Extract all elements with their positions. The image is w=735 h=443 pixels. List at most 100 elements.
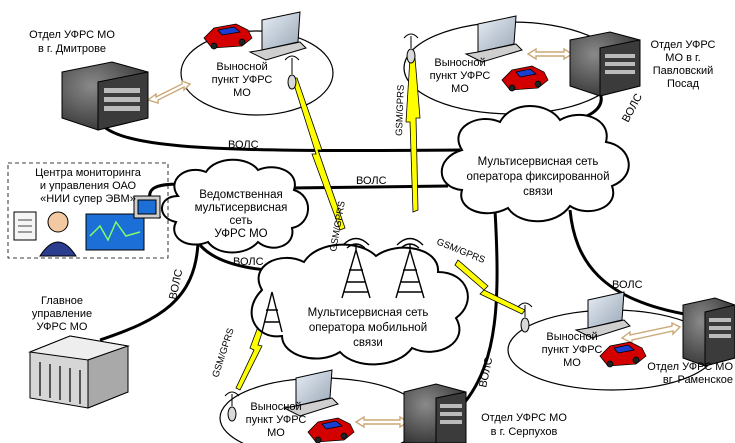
vols-label: ВОЛС: [233, 256, 264, 268]
double-arrow-icon: [354, 415, 410, 429]
pavlovsky-label-3: Павловский: [653, 65, 714, 77]
pavlovsky-label-4: Посад: [667, 78, 700, 90]
gsm-label: GSM/GPRS: [210, 327, 236, 379]
vols-fixed-ramenskoe: [568, 209, 691, 317]
ring-top-left: [180, 30, 334, 116]
remote-top-right-1: Выносной: [434, 57, 485, 69]
cloud-fixed-line-1: Мультисервисная сеть: [478, 156, 599, 168]
remote-right-1: Выносной: [546, 331, 597, 343]
remote-bottom-1: Выносной: [250, 401, 301, 413]
cloud-mobile-line-2: оператора мобильной: [309, 322, 427, 334]
cloud-mobile: [250, 243, 469, 366]
main-office-label-3: УФРС МО: [37, 321, 88, 333]
vols-label: ВОЛС: [612, 279, 643, 291]
main-office: [28, 335, 130, 409]
main-office-label-1: Главное: [41, 295, 83, 307]
pavlovsky-label-1: Отдел УФРС: [650, 39, 715, 51]
cloud-mobile-line-1: Мультисервисная сеть: [308, 307, 429, 319]
server-icon: [403, 383, 467, 443]
antennas: [224, 33, 533, 422]
data-arrows: [146, 47, 682, 429]
cloud-departmental-line-3: сеть: [229, 215, 252, 227]
double-arrow-icon: [146, 79, 192, 104]
monitoring-label-1: Центра мониторинга: [35, 167, 142, 179]
vols-departmental-fixed: [289, 184, 449, 190]
car-icon: [599, 341, 647, 368]
gsm-lightning: [235, 57, 526, 391]
vols-fixed-serpukhov: [463, 209, 499, 403]
antenna-icon: [403, 33, 419, 64]
monitoring-label-2: и управления ОАО: [40, 180, 137, 192]
towers: [261, 237, 425, 333]
serpukhov-label-1: Отдел УФРС МО: [481, 412, 567, 424]
cloud-labels: Мультисервисная сеть оператора фиксирова…: [195, 156, 610, 349]
cloud-mobile-line-3: связи: [353, 337, 383, 349]
tower-icon: [395, 237, 425, 299]
remote-top-left-1: Выносной: [216, 61, 267, 73]
vols-label: ВОЛС: [167, 268, 185, 300]
vols-label: ВОЛС: [356, 175, 387, 187]
monitor-icon: [85, 213, 145, 251]
ramenskoe-label-2: вг. Раменское: [663, 374, 733, 386]
gsm-label: GSM/GPRS: [394, 85, 407, 137]
cloud-fixed: [440, 105, 630, 223]
antenna-icon: [284, 55, 300, 90]
computer-icon: [133, 195, 161, 219]
remote-right-2: пункт УФРС: [542, 344, 603, 356]
vols-main-departmental: [99, 242, 200, 342]
antenna-icon: [517, 302, 533, 333]
laptop-icon: [282, 369, 339, 417]
dmitrov-label-2: в г. Дмитрове: [38, 43, 106, 55]
remote-right-3: МО: [563, 357, 581, 369]
remote-top-right-3: МО: [451, 83, 469, 95]
remote-top-right-2: пункт УФРС: [430, 70, 491, 82]
vols-label: ВОЛС: [477, 356, 495, 388]
main-office-label-2: управление: [32, 308, 92, 320]
cloud-departmental-line-2: мультисервисная: [195, 202, 288, 214]
laptop-icon: [574, 291, 631, 339]
vols-label: ВОЛС: [620, 92, 645, 125]
laptop-icon: [248, 11, 307, 61]
cloud-departmental-line-1: Ведомственная: [199, 189, 283, 201]
cloud-departmental-line-4: УФРС МО: [214, 228, 267, 240]
server-icon: [682, 297, 735, 367]
ramenskoe-label-1: Отдел УФРС МО: [647, 361, 733, 373]
antenna-icon: [224, 391, 240, 422]
gsm-label: GSM/GPRS: [435, 237, 487, 266]
pavlovsky-label-2: МО в г.: [665, 52, 700, 64]
remote-point-labels: Выносной пункт УФРС МО Выносной пункт УФ…: [212, 57, 603, 439]
laptop-icon: [464, 15, 523, 63]
tower-icon: [261, 291, 283, 333]
dmitrov-label-1: Отдел УФРС МО: [29, 29, 115, 41]
monitoring-center: [7, 162, 169, 259]
vols-label: ВОЛС: [228, 139, 259, 151]
cloud-fixed-line-3: связи: [523, 186, 553, 198]
server-icon: [569, 31, 641, 97]
remote-bottom-2: пункт УФРС: [246, 414, 307, 426]
car-icon: [307, 417, 355, 443]
servers: [61, 31, 735, 443]
monitoring-label-3: «НИИ супер ЭВМ»: [40, 193, 136, 205]
operator-icon: [39, 211, 77, 257]
car-icon: [501, 65, 549, 92]
node-labels: Отдел УФРС МО в г. Дмитрове Отдел УФРС М…: [29, 29, 733, 438]
cloud-departmental: [161, 158, 309, 254]
remote-bottom-3: МО: [267, 427, 285, 439]
double-arrow-icon: [620, 321, 682, 345]
document-icon: [13, 211, 37, 241]
cloud-fixed-line-2: оператора фиксированной: [467, 171, 610, 183]
remote-top-left-2: пункт УФРС: [212, 74, 273, 86]
lightning-pavlovsky: [405, 57, 421, 213]
monitoring-frame: [7, 162, 169, 259]
server-icon: [61, 61, 149, 131]
tower-icon: [341, 237, 371, 299]
lightning-dmitrov: [291, 77, 346, 231]
double-arrow-icon: [526, 47, 574, 61]
serpukhov-label-2: в г. Серпухов: [491, 426, 558, 438]
remote-top-left-3: МО: [233, 87, 251, 99]
laptops: [248, 11, 631, 417]
car-icon: [203, 23, 253, 50]
vols-lines: [93, 91, 691, 403]
cars: [203, 23, 647, 443]
